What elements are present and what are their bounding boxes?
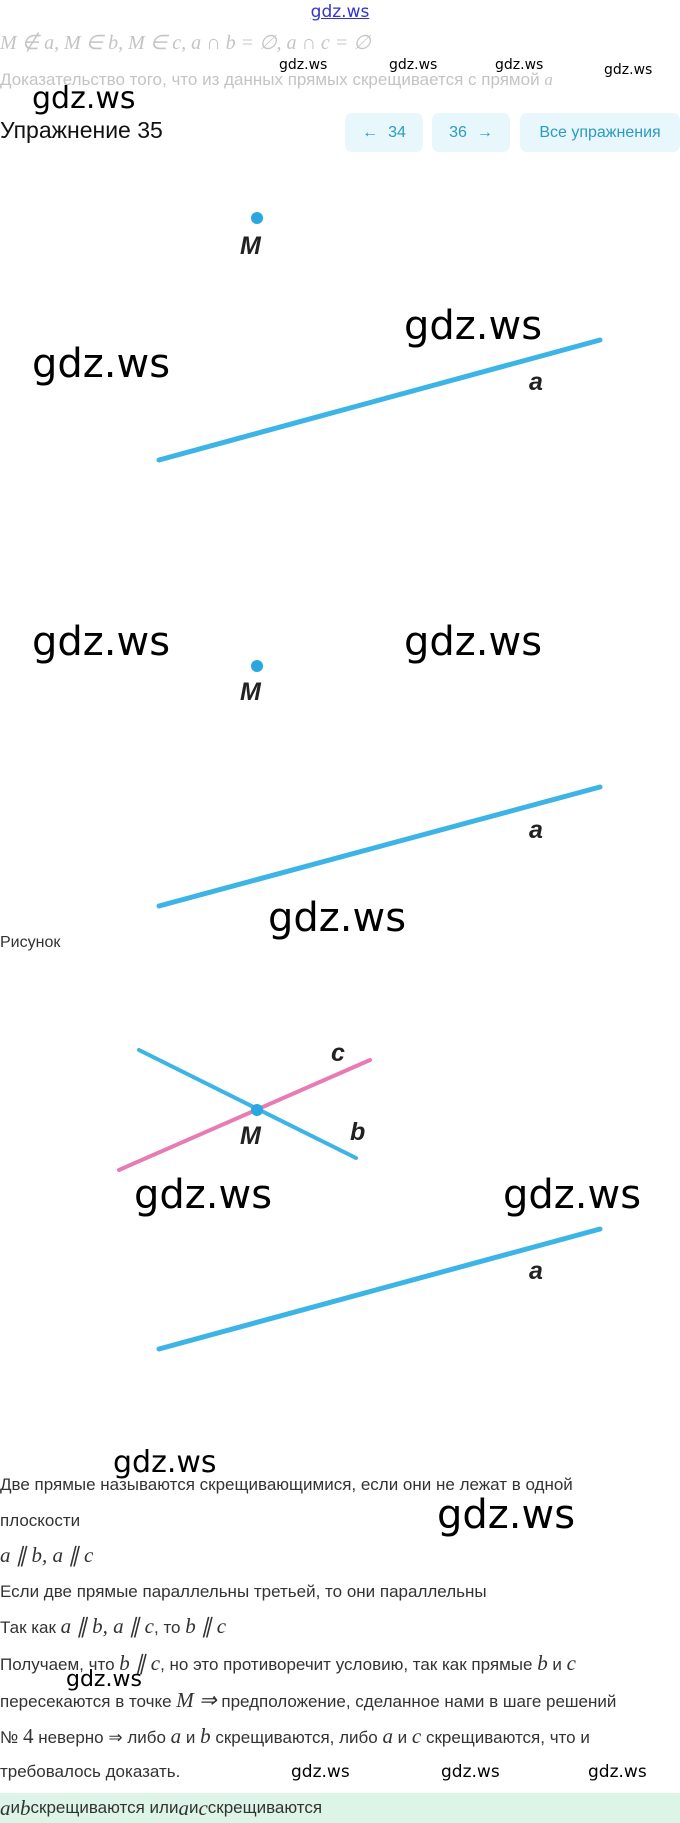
line-a [156,784,603,909]
solution-line-6: Получаем, что b ∥ c, но это противоречит… [0,1651,576,1675]
line-a [156,1226,603,1352]
watermark: gdz.ws [279,57,328,73]
arrow-right-icon: → [476,123,493,141]
line-label-c: c [331,1039,345,1067]
line-label-a: a [529,816,543,844]
all-exercises-button[interactable]: Все упражнения [520,113,680,152]
top-watermark-link[interactable]: gdz.ws [310,2,370,22]
prove-statement: Доказательство того, что из данных прямы… [0,70,553,90]
figure-caption: Рисунок [0,934,61,951]
point-m [251,212,263,224]
page-title: Упражнение 35 [0,117,163,143]
watermark: gdz.ws [291,1762,350,1782]
watermark: gdz.ws [503,1172,642,1218]
line-b [137,1048,358,1160]
line-label-a: a [529,1257,543,1285]
definition-line-2: плоскости [0,1511,81,1530]
line-label-b: b [350,1118,366,1146]
all-label: Все упражнения [539,123,661,141]
watermark: gdz.ws [268,895,407,941]
watermark: gdz.ws [404,303,543,349]
figure-3 [117,1048,603,1352]
prev-label: 34 [388,123,406,141]
watermark: gdz.ws [588,1762,647,1782]
next-exercise-button[interactable]: 36 → [432,113,510,152]
line-c [117,1058,372,1172]
figure-1 [156,212,603,463]
watermark: gdz.ws [389,57,438,73]
figure-2 [156,660,603,909]
watermark: gdz.ws [404,619,543,665]
watermark: gdz.ws [495,57,544,73]
answer-box: a и b скрещиваются или a и c скрещиваютс… [0,1793,680,1823]
arrow-left-icon: ← [362,123,379,141]
watermark: gdz.ws [441,1762,500,1782]
watermark: gdz.ws [32,341,171,387]
solution-line-5: Так как a ∥ b, a ∥ c, то b ∥ c [0,1614,227,1638]
solution-line-7: пересекаются в точке M ⇒ предположение, … [0,1688,617,1712]
given-formula: M ∉ a, M ∈ b, M ∈ c, a ∩ b = ∅, a ∩ c = … [0,32,371,54]
solution-line-8: № 4 неверно ⇒ либо a и b скрещиваются, л… [0,1724,590,1748]
point-label-m: M [240,232,261,260]
next-label: 36 [449,123,467,141]
line-label-a: a [529,368,543,396]
point-m [251,1104,263,1116]
point-m [251,660,263,672]
watermark: gdz.ws [134,1172,273,1218]
watermark: gdz.ws [113,1445,217,1480]
prev-exercise-button[interactable]: ← 34 [345,113,423,152]
point-label-m: M [240,1122,261,1150]
solution-line-9: требовалось доказать. [0,1762,181,1781]
watermark: gdz.ws [437,1492,576,1538]
parallel-assumption: a ∥ b, a ∥ c [0,1543,94,1567]
line-a [156,337,603,463]
prove-text: Доказательство того, что из данных прямы… [0,70,540,89]
point-label-m: M [240,678,261,706]
watermark: gdz.ws [604,62,653,78]
definition-line-1: Две прямые называются скрещивающимися, е… [0,1475,573,1494]
parallel-theorem: Если две прямые параллельны третьей, то … [0,1582,487,1601]
watermark: gdz.ws [66,1667,142,1692]
prove-var: a [544,70,553,89]
watermark: gdz.ws [32,619,171,665]
watermark: gdz.ws [32,81,136,116]
